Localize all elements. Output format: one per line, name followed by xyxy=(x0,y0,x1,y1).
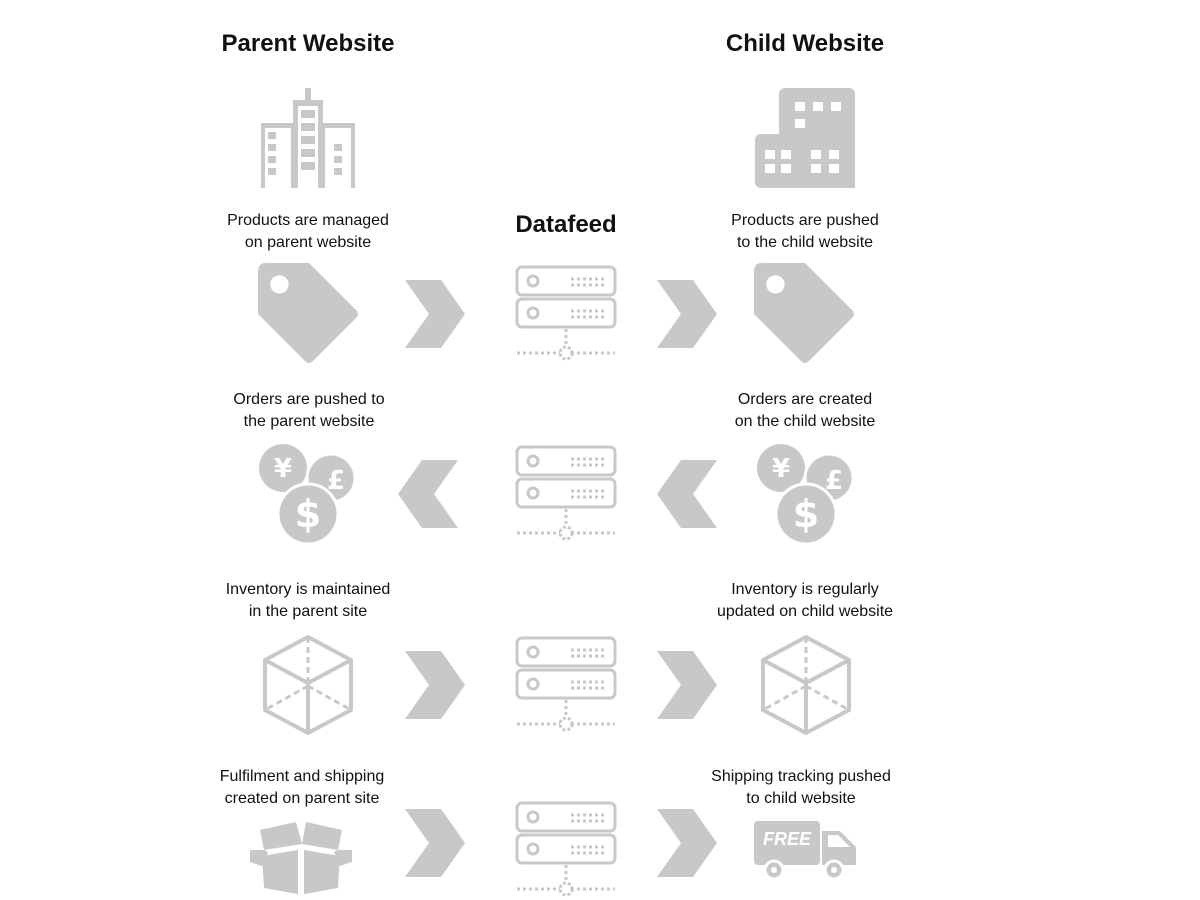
truck-free-label: FREE xyxy=(763,829,812,849)
svg-text:$: $ xyxy=(295,492,321,536)
arrow-left-icon xyxy=(398,460,458,528)
company-building-icon xyxy=(755,88,855,188)
delivery-truck-icon: FREE xyxy=(754,821,856,881)
row2-child-caption: Orders are created on the child website xyxy=(675,389,935,433)
parent-website-title: Parent Website xyxy=(221,30,395,57)
caption-line: Fulfilment and shipping xyxy=(219,768,385,785)
caption-line: the parent website xyxy=(243,413,375,430)
caption-line: created on parent site xyxy=(224,790,380,807)
caption-line: Inventory is regularly xyxy=(731,581,879,598)
open-box-icon xyxy=(250,822,352,896)
cube-icon xyxy=(262,634,354,736)
svg-text:£: £ xyxy=(825,466,843,496)
arrow-right-icon xyxy=(657,651,717,719)
caption-line: Products are pushed xyxy=(731,212,879,229)
row3-child-caption: Inventory is regularly updated on child … xyxy=(675,579,935,623)
row4-parent-caption: Fulfilment and shipping created on paren… xyxy=(172,766,432,810)
arrow-right-icon xyxy=(405,809,465,877)
currency-coins-icon: ¥ £ $ xyxy=(258,443,358,545)
svg-text:£: £ xyxy=(327,466,345,496)
svg-text:¥: ¥ xyxy=(772,454,790,484)
caption-line: Inventory is maintained xyxy=(225,581,391,598)
caption-line: on the child website xyxy=(734,413,876,430)
row2-parent-caption: Orders are pushed to the parent website xyxy=(179,389,439,433)
svg-text:¥: ¥ xyxy=(274,454,292,484)
caption-line: to child website xyxy=(746,790,856,807)
caption-line: updated on child website xyxy=(716,603,894,620)
cube-icon xyxy=(760,634,852,736)
arrow-left-icon xyxy=(657,460,717,528)
caption-line: Shipping tracking pushed xyxy=(711,768,891,785)
server-icon xyxy=(515,636,617,734)
price-tag-icon xyxy=(754,263,856,365)
caption-line: in the parent site xyxy=(248,603,368,620)
arrow-right-icon xyxy=(405,280,465,348)
row3-parent-caption: Inventory is maintained in the parent si… xyxy=(178,579,438,623)
row1-parent-caption: Products are managed on parent website xyxy=(178,210,438,254)
arrow-right-icon xyxy=(657,809,717,877)
row1-child-caption: Products are pushed to the child website xyxy=(675,210,935,254)
datafeed-title: Datafeed xyxy=(515,211,617,238)
arrow-right-icon xyxy=(405,651,465,719)
server-icon xyxy=(515,445,617,543)
caption-line: Orders are pushed to xyxy=(233,391,385,408)
child-website-title: Child Website xyxy=(725,30,885,57)
row4-child-caption: Shipping tracking pushed to child websit… xyxy=(671,766,931,810)
server-icon xyxy=(515,801,617,899)
svg-text:$: $ xyxy=(793,492,819,536)
caption-line: Orders are created xyxy=(737,391,873,408)
office-building-icon xyxy=(258,88,358,188)
caption-line: to the child website xyxy=(736,234,874,251)
caption-line: on parent website xyxy=(244,234,372,251)
arrow-right-icon xyxy=(657,280,717,348)
currency-coins-icon: ¥ £ $ xyxy=(756,443,856,545)
caption-line: Products are managed xyxy=(227,212,389,229)
price-tag-icon xyxy=(258,263,360,365)
server-icon xyxy=(515,265,617,363)
